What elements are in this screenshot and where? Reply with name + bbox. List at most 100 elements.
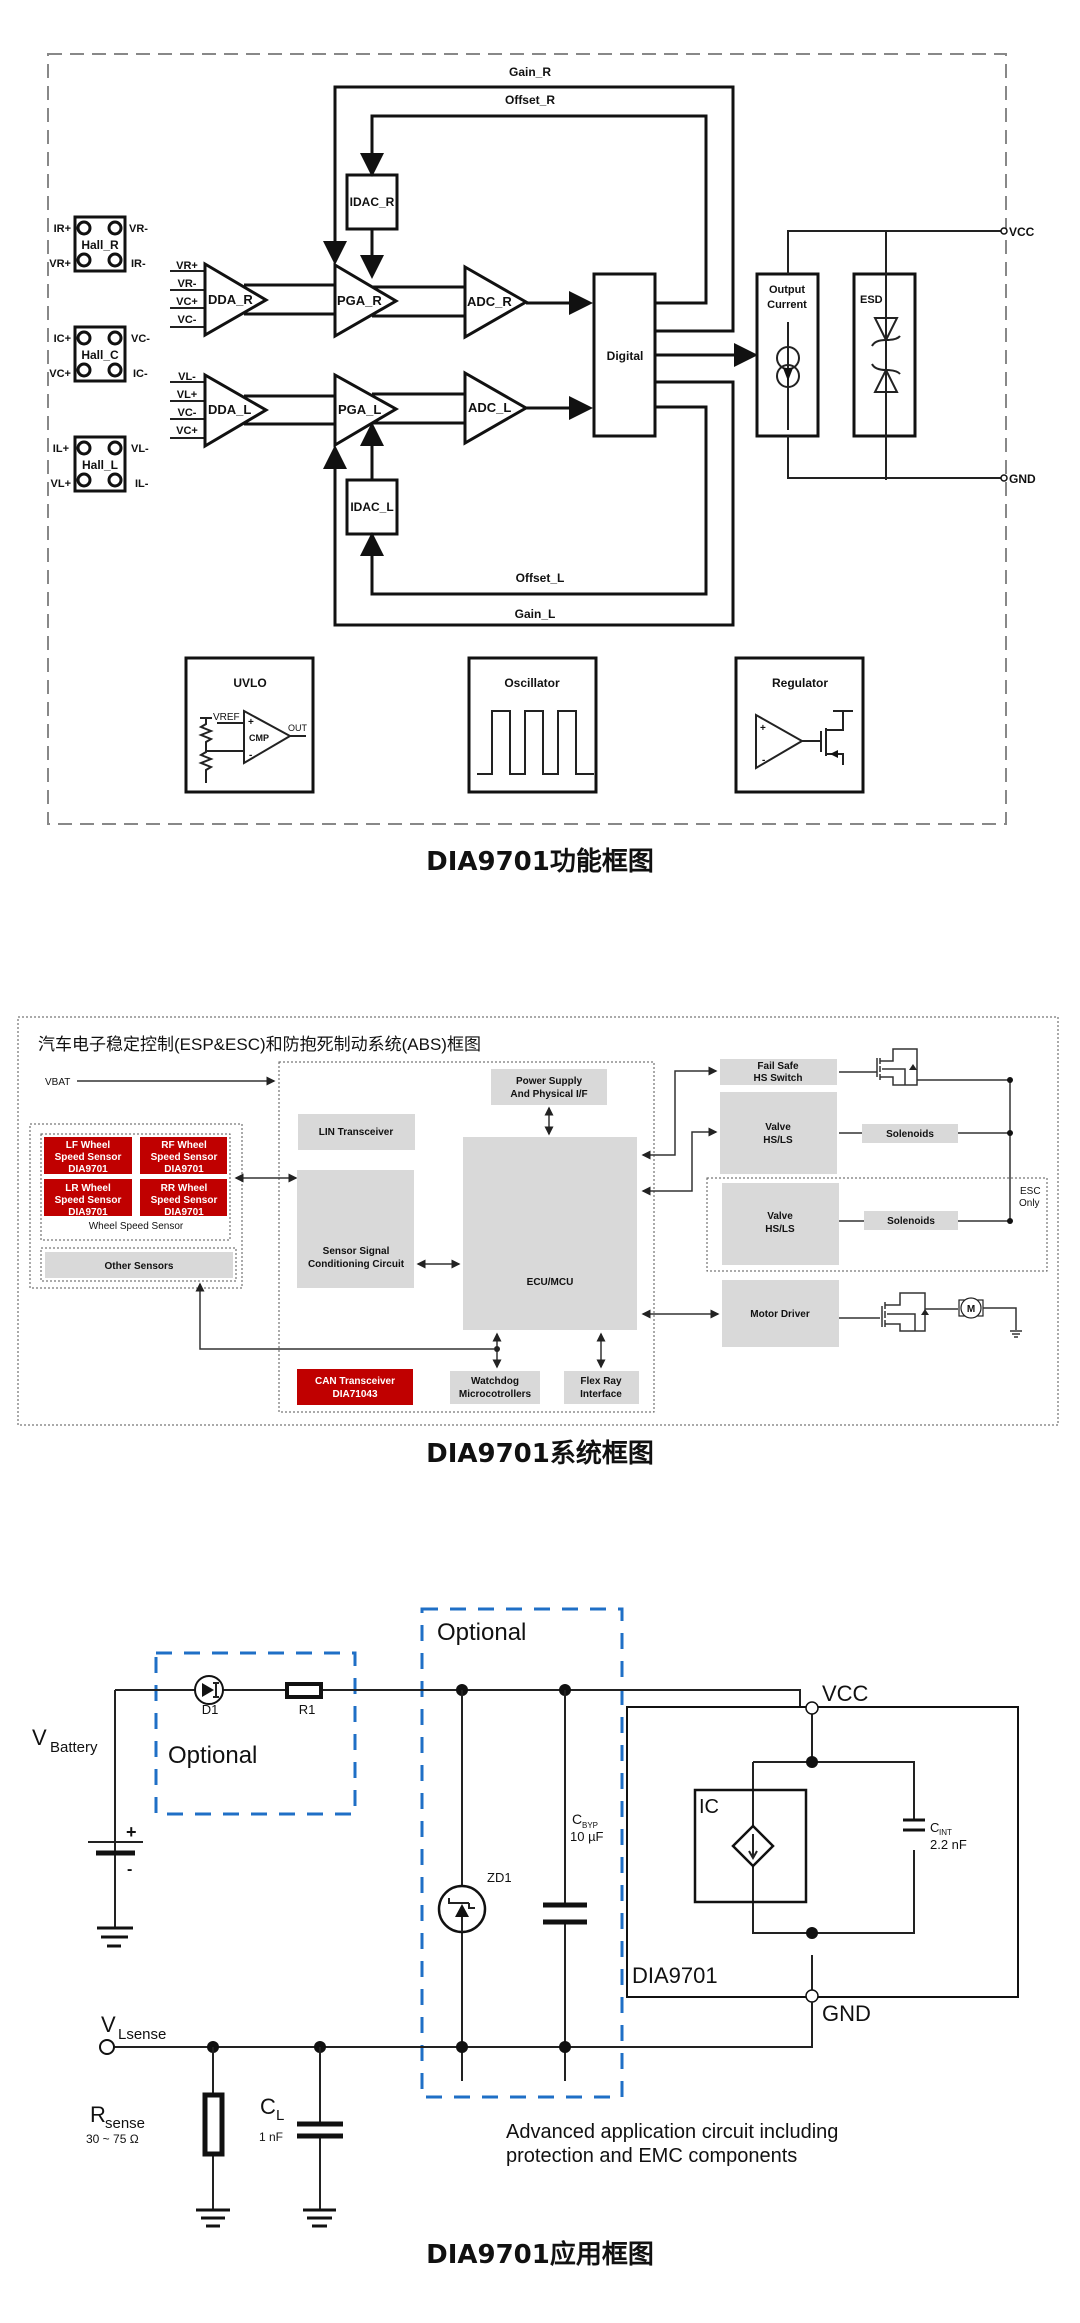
- svg-text:VL-: VL-: [131, 443, 149, 455]
- gain-r-label: Gain_R: [509, 65, 551, 79]
- svg-text:Speed Sensor: Speed Sensor: [55, 1152, 122, 1163]
- solenoids-block-1: Solenoids: [862, 1124, 958, 1143]
- vbat-label: VBAT: [45, 1077, 70, 1088]
- svg-text:ADC_L: ADC_L: [468, 400, 511, 415]
- vcc-pin: [805, 1701, 819, 1715]
- svg-text:Flex Ray: Flex Ray: [580, 1376, 622, 1387]
- optional-box-left: [154, 1651, 357, 1816]
- svg-text:And Physical I/F: And Physical I/F: [510, 1089, 587, 1100]
- sensors-group: [29, 1123, 243, 1289]
- svg-text:IC: IC: [699, 1796, 719, 1818]
- svg-text:V: V: [101, 2012, 116, 2037]
- svg-text:C: C: [572, 1811, 582, 1827]
- svg-text:ZD1: ZD1: [487, 1870, 512, 1885]
- system-boundary: [17, 1016, 1059, 1426]
- svg-text:CMP: CMP: [249, 733, 269, 743]
- svg-text:DIA9701: DIA9701: [68, 1207, 108, 1218]
- svg-text:R: R: [90, 2102, 106, 2127]
- svg-text:PGA_L: PGA_L: [338, 402, 381, 417]
- svg-text:Valve: Valve: [767, 1211, 793, 1222]
- oscillator-block: Oscillator: [467, 656, 598, 794]
- svg-text:VR-: VR-: [178, 278, 197, 290]
- pga-l-amplifier: PGA_L: [333, 372, 400, 448]
- svg-text:Hall_L: Hall_L: [82, 458, 118, 472]
- svg-text:IR-: IR-: [131, 258, 146, 270]
- solenoids-block-2: Solenoids: [864, 1211, 958, 1230]
- svg-text:Optional: Optional: [437, 1619, 526, 1646]
- offset-r-label: Offset_R: [505, 93, 555, 107]
- svg-text:Microcotrollers: Microcotrollers: [459, 1389, 532, 1400]
- svg-text:IDAC_L: IDAC_L: [350, 500, 393, 514]
- svg-text:GND: GND: [822, 2001, 871, 2026]
- svg-text:DDA_L: DDA_L: [208, 402, 251, 417]
- resistor-r1: R1: [285, 1682, 323, 1717]
- svg-text:Sensor Signal: Sensor Signal: [323, 1246, 390, 1257]
- svg-text:Fail Safe: Fail Safe: [757, 1061, 799, 1072]
- svg-text:Hall_R: Hall_R: [81, 238, 119, 252]
- svg-text:R1: R1: [299, 1702, 316, 1717]
- valve-block-1: Valve HS/LS: [720, 1092, 837, 1174]
- lin-transceiver-block: LIN Transceiver: [298, 1114, 415, 1150]
- svg-text:Other Sensors: Other Sensors: [105, 1261, 174, 1272]
- svg-text:ECU/MCU: ECU/MCU: [527, 1277, 574, 1288]
- svg-text:+: +: [760, 723, 766, 734]
- svg-text:2.2 nF: 2.2 nF: [930, 1837, 967, 1852]
- svg-text:BYP: BYP: [582, 1821, 598, 1830]
- svg-text:VC+: VC+: [176, 425, 198, 437]
- svg-text:HS/LS: HS/LS: [765, 1224, 795, 1235]
- svg-text:LF Wheel: LF Wheel: [66, 1140, 111, 1151]
- system-diagram-caption: DIA9701系统框图: [426, 1438, 654, 1469]
- svg-text:Power Supply: Power Supply: [516, 1076, 583, 1087]
- svg-text:VL+: VL+: [51, 478, 71, 490]
- wheel-sensor-rf: RF Wheel Speed Sensor DIA9701: [140, 1137, 227, 1175]
- svg-text:Solenoids: Solenoids: [887, 1216, 935, 1227]
- svg-text:ADC_R: ADC_R: [467, 294, 512, 309]
- motor-icon: M: [958, 1297, 1022, 1338]
- svg-text:VC+: VC+: [49, 368, 71, 380]
- svg-text:Lsense: Lsense: [118, 2026, 166, 2043]
- svg-text:VC-: VC-: [131, 333, 150, 345]
- system-diagram: 汽车电子稳定控制(ESP&ESC)和防抱死制动系统(ABS)框图 VBAT LF…: [17, 1016, 1059, 1469]
- svg-text:VR+: VR+: [176, 260, 198, 272]
- svg-text:Digital: Digital: [607, 349, 644, 363]
- idac-r-block: IDAC_R: [345, 173, 399, 231]
- svg-text:ESD: ESD: [860, 294, 883, 306]
- flexray-block: Flex Ray Interface: [564, 1371, 639, 1404]
- esc-only-group: [706, 1177, 1048, 1272]
- svg-text:HS Switch: HS Switch: [754, 1073, 803, 1084]
- sensor-signal-conditioning-block: Sensor Signal Conditioning Circuit: [297, 1170, 414, 1288]
- motor-driver-block: Motor Driver: [722, 1280, 839, 1347]
- vcc-pin: [1000, 227, 1008, 235]
- capacitor-cl: C L 1 nF: [259, 2047, 343, 2228]
- capacitor-cbyp: C BYP 10 µF: [543, 1690, 604, 2081]
- esd-block: ESD: [852, 231, 917, 480]
- wheel-sensor-lf: LF Wheel Speed Sensor DIA9701: [44, 1137, 132, 1175]
- svg-text:Valve: Valve: [765, 1122, 791, 1133]
- svg-text:LR Wheel: LR Wheel: [65, 1183, 111, 1194]
- svg-text:V: V: [32, 1725, 47, 1750]
- svg-text:UVLO: UVLO: [233, 676, 266, 690]
- svg-text:DIA9701: DIA9701: [68, 1164, 108, 1175]
- svg-text:VR-: VR-: [129, 223, 148, 235]
- dda-r-amplifier: VR+ VR- VC+ VC- DDA_R: [170, 260, 269, 338]
- svg-text:VREF: VREF: [213, 712, 240, 723]
- application-note: Advanced application circuit including: [506, 2121, 838, 2143]
- svg-text:PGA_R: PGA_R: [337, 293, 382, 308]
- adc-r-block: ADC_R: [463, 264, 530, 340]
- vlsense-pin: [99, 2039, 115, 2055]
- ground-icon: [303, 2208, 336, 2228]
- svg-text:INT: INT: [939, 1828, 952, 1837]
- svg-text:VC-: VC-: [178, 314, 197, 326]
- application-diagram-caption: DIA9701应用框图: [426, 2239, 654, 2270]
- svg-text:DIA9701: DIA9701: [164, 1164, 204, 1175]
- svg-text:IC-: IC-: [133, 368, 148, 380]
- wheel-sensor-group: [40, 1133, 231, 1241]
- application-diagram: Optional Optional D1 R1 V Battery + -: [32, 1607, 1019, 2270]
- dia9701-chip: IC C INT 2.2 nF DIA9701: [626, 1706, 1019, 1998]
- svg-text:Current: Current: [767, 299, 807, 311]
- motor-mosfet-icon: [839, 1292, 958, 1332]
- svg-text:ESC: ESC: [1020, 1186, 1041, 1197]
- dda-l-amplifier: VL- VL+ VC- VC+ DDA_L: [170, 371, 269, 449]
- svg-text:VCC: VCC: [822, 1681, 869, 1706]
- svg-text:DIA9701: DIA9701: [164, 1207, 204, 1218]
